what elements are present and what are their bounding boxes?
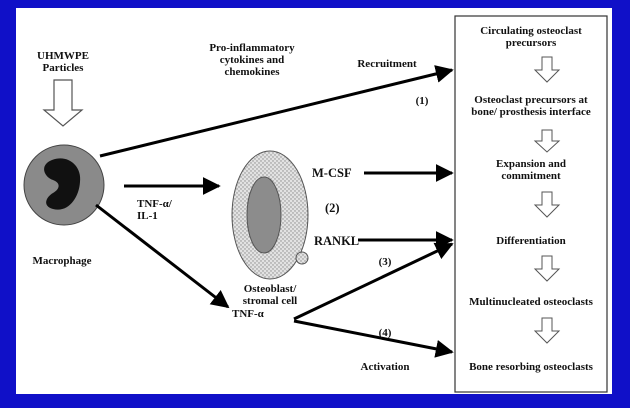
pathway-step-differentiation: Differentiation (496, 235, 566, 247)
step-2-label: (2) (325, 201, 340, 215)
mcsf-label: M-CSF (312, 166, 352, 180)
pathway-down-arrow-1 (533, 56, 561, 83)
uhmwpe-label: UHMWPE Particles (37, 50, 89, 74)
activation-arrow (293, 319, 454, 358)
pro-inflammatory-line3: chemokines (224, 66, 280, 78)
macrophage-to-tnf-arrow (95, 203, 230, 309)
step-4-label: (4) (378, 327, 392, 339)
recruitment-arrow (99, 65, 454, 158)
pathway-step-3-line1: Expansion and (495, 158, 567, 170)
osteoblast-label-line1: Osteoblast/ (243, 283, 297, 295)
pro-inflammatory-label: Pro-inflammatory cytokines and chemokine… (209, 42, 294, 78)
macrophage-label: Macrophage (32, 255, 92, 267)
uhmwpe-label-line2: Particles (42, 62, 84, 74)
pathway-step-1-line1: Circulating osteoclast (480, 25, 582, 37)
pathway-step-2-line1: Osteoclast precursors at (474, 94, 588, 106)
pro-inflammatory-line2: cytokines and (219, 54, 285, 66)
pathway-down-arrow-4 (533, 255, 561, 282)
tnf-to-differentiation-arrow (293, 242, 454, 321)
rankl-receptor-dot (295, 251, 309, 265)
step-1-label: (1) (415, 95, 429, 107)
pathway-down-arrow-2 (533, 129, 561, 153)
macrophage-nucleus (44, 158, 81, 210)
step-3-label: (3) (378, 256, 392, 268)
tnf-il1-label: TNF-α/ IL-1 (137, 198, 172, 222)
pathway-step-2-line2: bone/ prosthesis interface (471, 106, 591, 118)
recruitment-label: Recruitment (357, 58, 417, 70)
pathway-step-1-line2: precursors (505, 37, 557, 49)
pro-inflammatory-line1: Pro-inflammatory (209, 42, 295, 54)
pathway-step-expansion-commitment: Expansion and commitment (496, 158, 566, 182)
osteoclast-pathway-box (454, 15, 608, 393)
uhmwpe-label-line1: UHMWPE (37, 50, 89, 62)
activation-label: Activation (360, 361, 410, 373)
pathway-down-arrow-5 (533, 317, 561, 344)
diagram-canvas (23, 15, 608, 393)
osteoblast-nucleus (246, 176, 282, 254)
pathway-step-bone-resorbing: Bone resorbing osteoclasts (469, 361, 593, 373)
particles-down-arrow (42, 79, 84, 127)
pathway-step-3-line2: commitment (501, 170, 561, 182)
pathway-down-arrow-3 (533, 191, 561, 218)
tnf-il1-line2: IL-1 (137, 210, 158, 222)
pathway-step-circulating-precursors: Circulating osteoclast precursors (480, 25, 582, 49)
diagram-panel: UHMWPE Particles Macrophage Pro-inflamma… (16, 8, 612, 394)
rankl-label: RANKL (314, 234, 360, 248)
osteoblast-label: Osteoblast/ stromal cell (243, 283, 297, 307)
tnf-alpha-label: TNF-α (232, 308, 264, 320)
tnf-il1-line1: TNF-α/ (137, 198, 172, 210)
osteoblast-label-line2: stromal cell (242, 295, 298, 307)
pathway-step-multinucleated: Multinucleated osteoclasts (469, 296, 593, 308)
pathway-step-precursors-at-interface: Osteoclast precursors at bone/ prosthesi… (471, 94, 591, 118)
